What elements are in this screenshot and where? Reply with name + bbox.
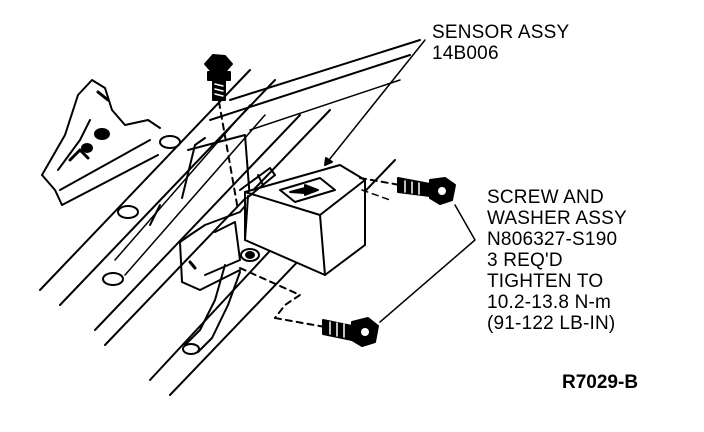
panel-holes	[102, 135, 206, 286]
sensor-label-line-2: 14B006	[432, 43, 499, 64]
top-bolt	[204, 54, 239, 211]
sensor-leader-line	[324, 39, 426, 166]
lower-screw	[239, 267, 379, 347]
sensor-label-line-1: SENSOR ASSY	[432, 22, 570, 43]
screw-label-line-6: 10.2-13.8 N-m	[487, 292, 612, 313]
screw-label-line-2: WASHER ASSY	[487, 208, 627, 229]
right-screw-upper	[359, 177, 456, 205]
screw-label-line-5: TIGHTEN TO	[487, 271, 604, 292]
sensor-assy-label: SENSOR ASSY 14B006	[432, 22, 569, 64]
screw-washer-label: SCREW AND WASHER ASSY N806327-S190 3 REQ…	[487, 187, 627, 334]
screw-leader-line	[379, 204, 476, 323]
frame-rails	[39, 39, 421, 396]
sensor-body	[244, 164, 366, 276]
hinge-bracket	[41, 79, 161, 206]
screw-label-line-7: (91-122 LB-IN)	[487, 313, 616, 334]
figure-reference-code: R7029-B	[562, 372, 639, 393]
wire-harness	[182, 167, 276, 355]
screw-label-line-1: SCREW AND	[487, 187, 604, 208]
screw-label-line-3: N806327-S190	[487, 229, 618, 250]
screw-label-line-4: 3 REQ'D	[487, 250, 563, 271]
